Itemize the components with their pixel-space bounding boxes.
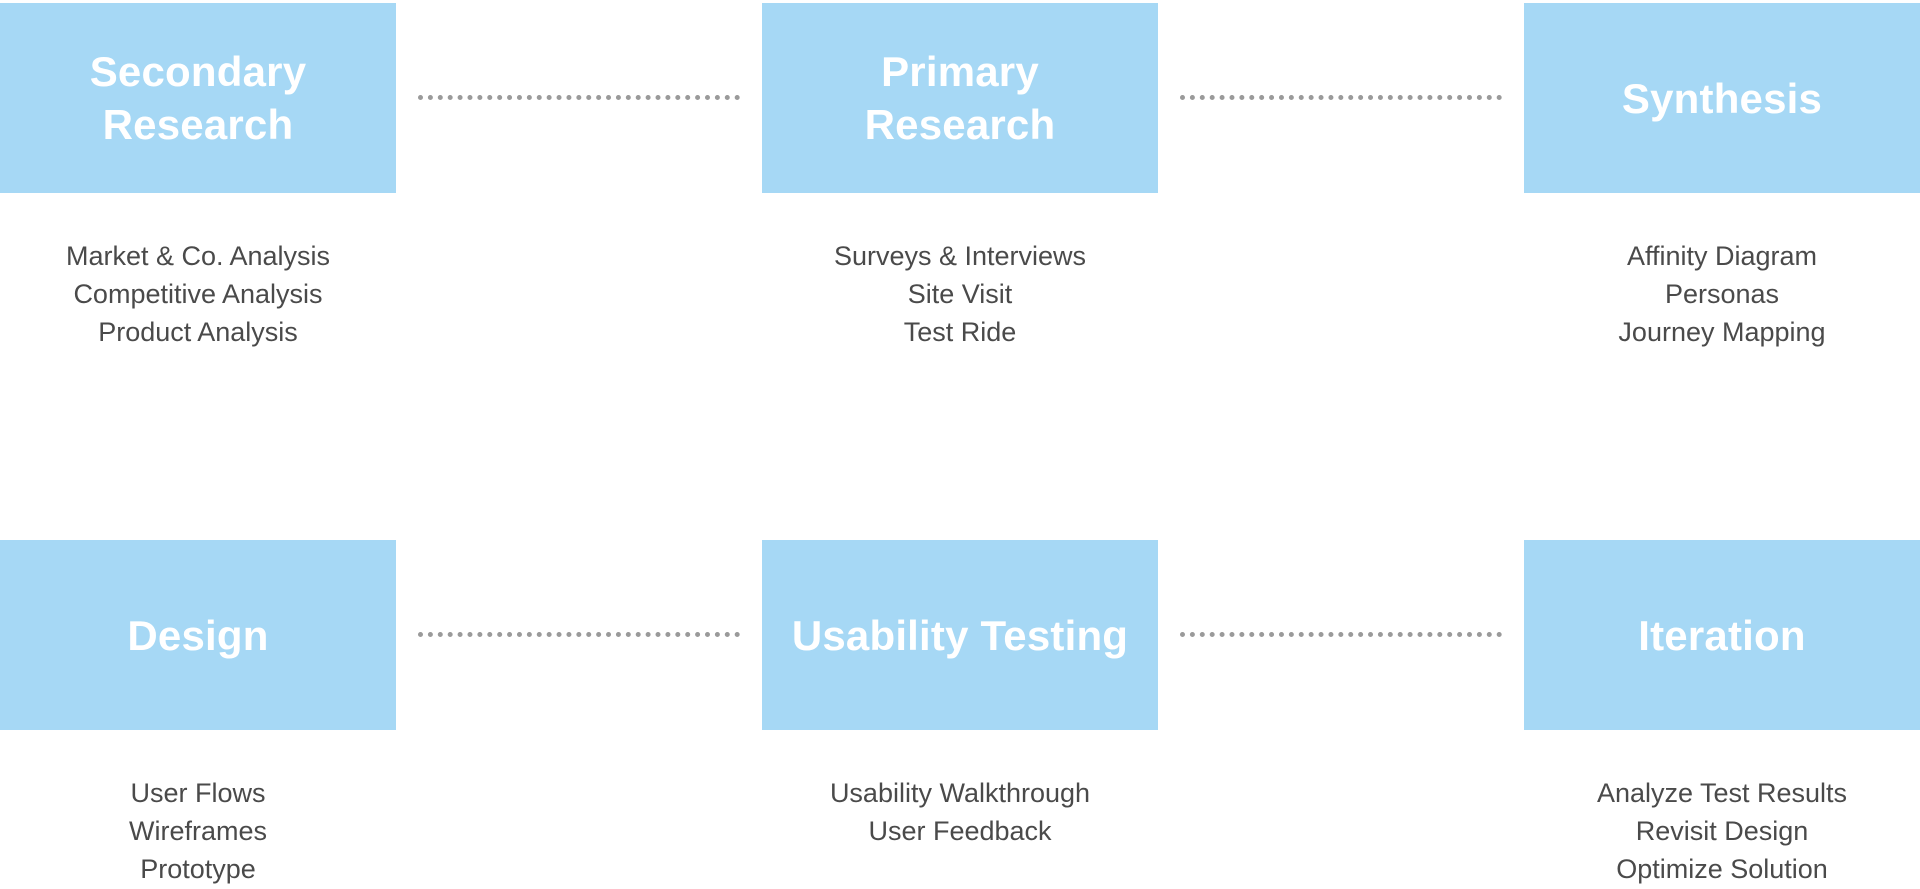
stage-item: User Feedback [868,816,1052,846]
stage-item: Test Ride [903,317,1017,347]
dotted-connector [418,95,740,100]
stage-items-synthesis: Affinity Diagram Personas Journey Mappin… [1524,237,1920,351]
stage-box-iteration: Iteration [1524,540,1920,730]
stage-item: Journey Mapping [1618,317,1826,347]
dotted-connector [418,632,740,637]
dotted-connector [1180,95,1502,100]
stage-title: Primary Research [864,48,1056,148]
stage-item: Market & Co. Analysis [65,241,331,271]
stage-title: Iteration [1638,611,1806,659]
stage-title: Secondary Research [89,48,307,148]
stage-item: Revisit Design [1635,816,1809,846]
stage-title: Synthesis [1621,74,1823,122]
stage-items-secondary-research: Market & Co. Analysis Competitive Analys… [0,237,396,351]
stage-items-design: User Flows Wireframes Prototype [0,774,396,888]
stage-item: Optimize Solution [1616,854,1828,884]
stage-item: Site Visit [907,279,1013,309]
stage-items-primary-research: Surveys & Interviews Site Visit Test Rid… [762,237,1158,351]
stage-box-primary-research: Primary Research [762,3,1158,193]
stage-box-design: Design [0,540,396,730]
stage-item: Surveys & Interviews [833,241,1087,271]
stage-box-usability-testing: Usability Testing [762,540,1158,730]
stage-box-synthesis: Synthesis [1524,3,1920,193]
stage-item: Affinity Diagram [1626,241,1818,271]
stage-items-iteration: Analyze Test Results Revisit Design Opti… [1524,774,1920,888]
stage-item: Usability Walkthrough [829,778,1091,808]
stage-item: User Flows [130,778,266,808]
stage-item: Product Analysis [98,317,298,347]
stage-item: Wireframes [128,816,267,846]
stage-title: Usability Testing [791,611,1129,659]
stage-item: Competitive Analysis [73,279,323,309]
stage-items-usability-testing: Usability Walkthrough User Feedback [762,774,1158,850]
stage-title: Design [127,611,269,659]
stage-box-secondary-research: Secondary Research [0,3,396,193]
stage-item: Prototype [140,854,256,884]
stage-item: Personas [1664,279,1780,309]
stage-item: Analyze Test Results [1596,778,1848,808]
dotted-connector [1180,632,1502,637]
